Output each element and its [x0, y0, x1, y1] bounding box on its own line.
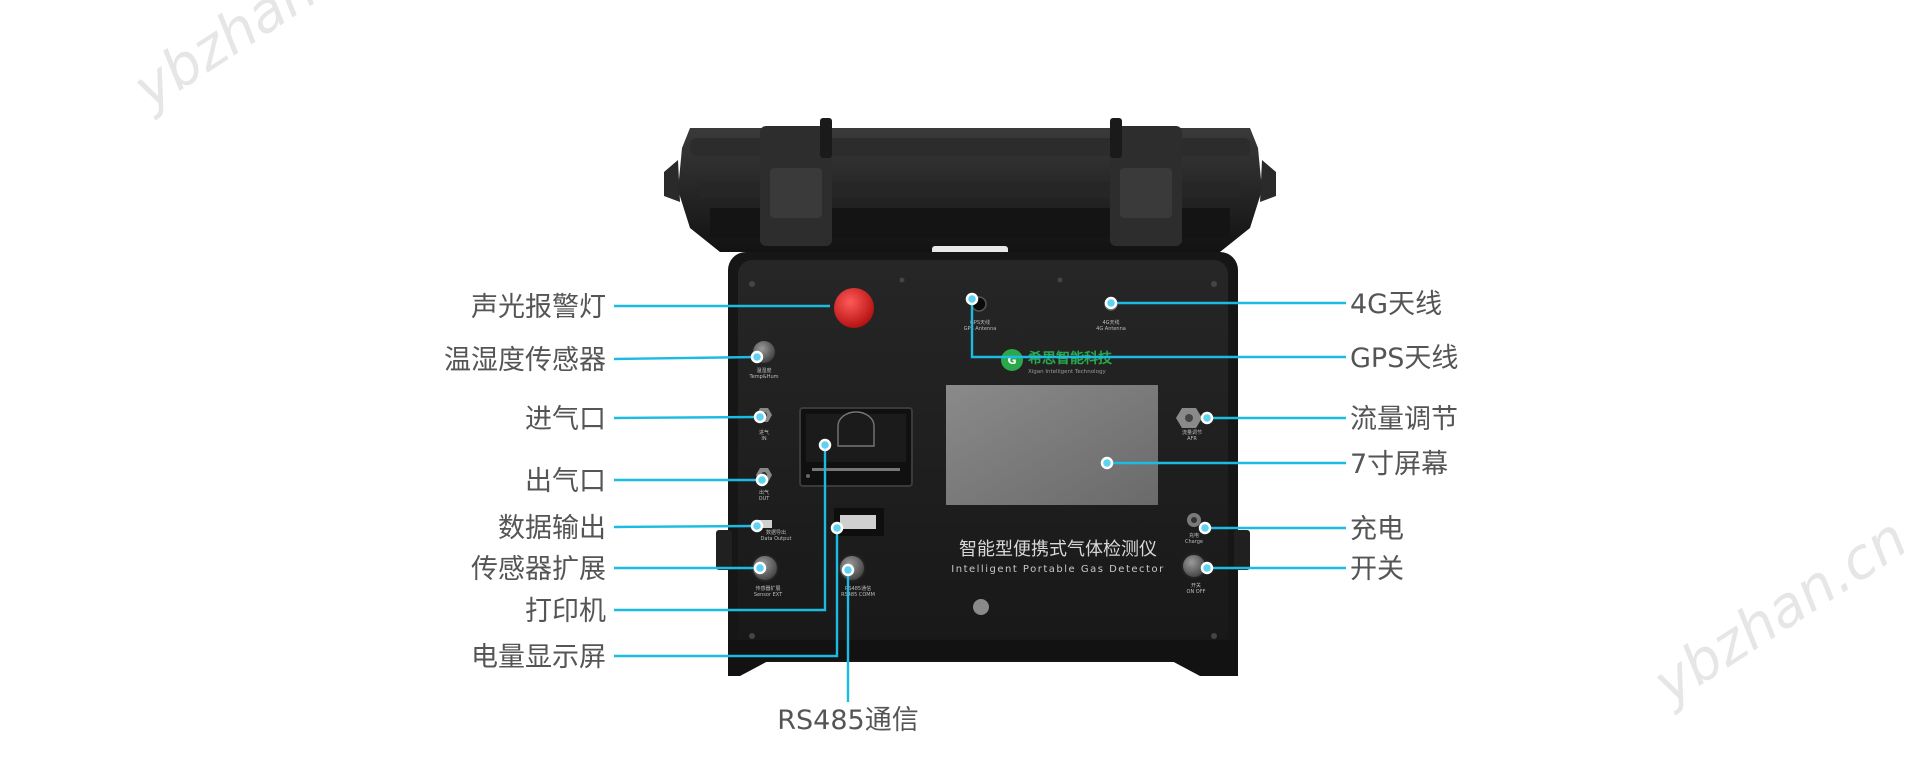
port-sublabel-4g: 4G Antenna	[1096, 326, 1126, 332]
port-label-inlet: 进气	[759, 429, 769, 436]
callout-power-switch: 开关	[1350, 554, 1404, 585]
brand-name: 希思智能科技	[1028, 350, 1113, 367]
portable-gas-detector: G 希思智能科技 Xigan Intelligent Technology GP…	[664, 118, 1276, 676]
left-callouts: 声光报警灯 温湿度传感器 进气口 出气口 数据输出 传感器扩展 打印机 电量显示…	[444, 292, 606, 673]
brand-logo: G 希思智能科技 Xigan Intelligent Technology	[1001, 349, 1113, 375]
callout-gps-antenna: GPS天线	[1350, 343, 1458, 374]
callout-4g-antenna: 4G天线	[1350, 289, 1442, 320]
port-sublabel-temp: Temp&Hum	[748, 374, 778, 380]
port-sublabel-gps: GPS Antenna	[964, 326, 997, 332]
callout-alarm-light: 声光报警灯	[471, 292, 606, 323]
right-callouts: 4G天线 GPS天线 流量调节 7寸屏幕 充电 开关	[1350, 289, 1458, 585]
port-sublabel-inlet: IN	[761, 436, 766, 442]
brand-subtitle: Xigan Intelligent Technology	[1028, 369, 1106, 375]
alarm-light	[834, 288, 874, 328]
port-sublabel-outlet: OUT	[759, 496, 771, 502]
port-label-4g: 4G天线	[1102, 319, 1119, 326]
callout-rs485: RS485通信	[777, 705, 918, 736]
callout-temp-humidity-sensor: 温湿度传感器	[444, 345, 606, 376]
port-sublabel-rs485: RS485 COMM	[841, 592, 875, 598]
port-label-power: 开关	[1191, 582, 1201, 589]
callout-battery-display: 电量显示屏	[471, 642, 606, 673]
port-sublabel-data: Data Output	[761, 536, 792, 542]
port-label-charge: 充电	[1189, 532, 1199, 539]
device-title: 智能型便携式气体检测仪	[959, 539, 1157, 560]
port-label-data: 数据导出	[766, 529, 786, 536]
port-sublabel-power: ON OFF	[1187, 589, 1206, 595]
callout-printer: 打印机	[525, 596, 606, 627]
callout-gas-outlet: 出气口	[525, 466, 606, 497]
callout-gas-inlet: 进气口	[525, 404, 606, 435]
callout-sensor-expansion: 传感器扩展	[471, 554, 606, 585]
port-label-outlet: 出气	[759, 489, 769, 496]
port-label-flow: 流量调节	[1182, 429, 1202, 436]
printer	[799, 407, 913, 487]
port-label-sensor: 传感器扩展	[755, 585, 780, 592]
callout-dots	[750, 292, 1214, 577]
callout-charge: 充电	[1350, 514, 1404, 545]
svg-text:G: G	[1007, 354, 1016, 367]
port-label-temp: 温湿度	[756, 367, 771, 374]
callout-leaders	[613, 299, 1346, 702]
callout-flow-adjust: 流量调节	[1350, 404, 1458, 435]
touch-screen	[946, 385, 1158, 505]
device-title-en: Intelligent Portable Gas Detector	[951, 564, 1164, 575]
callout-7inch-screen: 7寸屏幕	[1350, 449, 1448, 480]
port-label-gps: GPS天线	[970, 319, 990, 326]
callout-data-output: 数据输出	[498, 513, 606, 544]
status-button	[973, 599, 989, 615]
port-sublabel-flow: AFR	[1187, 436, 1197, 442]
port-label-rs485: RS485通信	[845, 585, 871, 592]
watermark: ybzhan.cn	[1641, 506, 1919, 718]
data-output-port	[756, 520, 772, 528]
port-sublabel-charge: Charge	[1185, 539, 1203, 545]
watermark: ybzhan.cn	[121, 0, 399, 123]
port-sublabel-sensor: Sensor EXT	[754, 592, 783, 598]
